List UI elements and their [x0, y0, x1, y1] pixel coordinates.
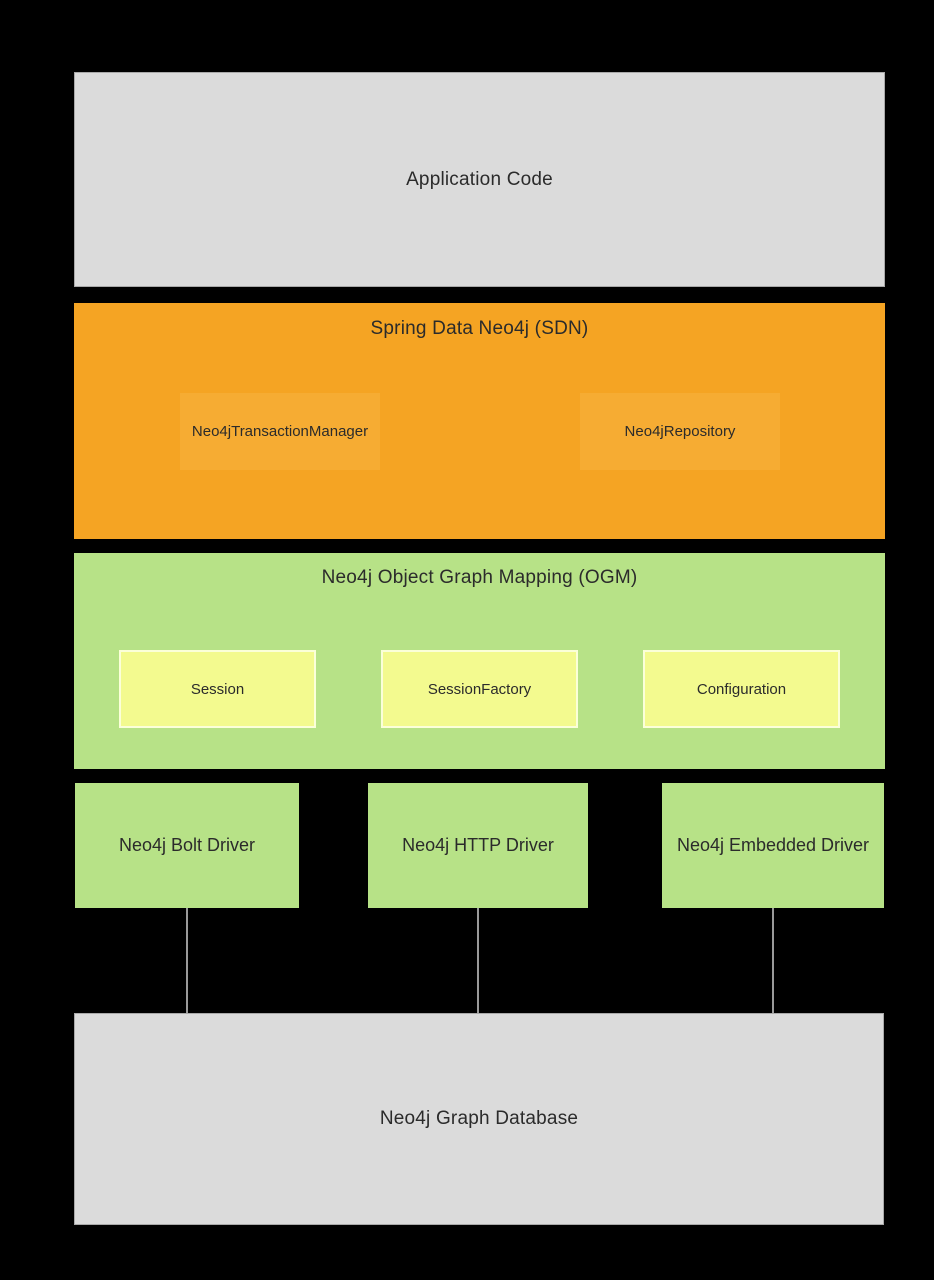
application-code-label: Application Code — [406, 168, 553, 190]
session-label: Session — [190, 680, 245, 698]
session-factory-label: SessionFactory — [427, 680, 532, 698]
configuration-box: Configuration — [643, 650, 840, 728]
bolt-driver-label: Neo4j Bolt Driver — [118, 835, 256, 855]
http-driver-label: Neo4j HTTP Driver — [402, 835, 554, 855]
sdn-layer-title: Spring Data Neo4j (SDN) — [370, 318, 589, 339]
graph-database-label: Neo4j Graph Database — [379, 1108, 579, 1129]
application-code-box: Application Code — [74, 72, 885, 287]
neo4j-repository-label: Neo4jRepository — [624, 423, 736, 440]
neo4j-transaction-manager-label: Neo4jTransactionManager — [191, 423, 369, 440]
ogm-layer-box: Neo4j Object Graph Mapping (OGM) Session… — [74, 553, 885, 769]
http-driver-connector-line — [477, 908, 479, 1013]
sdn-layer-box: Spring Data Neo4j (SDN) Neo4jTransaction… — [74, 303, 885, 539]
session-factory-box: SessionFactory — [381, 650, 578, 728]
embedded-driver-box: Neo4j Embedded Driver — [662, 783, 884, 908]
neo4j-transaction-manager-box: Neo4jTransactionManager — [180, 393, 380, 470]
session-box: Session — [119, 650, 316, 728]
bolt-driver-box: Neo4j Bolt Driver — [75, 783, 299, 908]
embedded-driver-label: Neo4j Embedded Driver — [676, 835, 870, 855]
neo4j-repository-box: Neo4jRepository — [580, 393, 780, 470]
embedded-driver-connector-line — [772, 908, 774, 1013]
configuration-label: Configuration — [696, 680, 787, 698]
bolt-driver-connector-line — [186, 908, 188, 1013]
graph-database-box: Neo4j Graph Database — [74, 1013, 884, 1225]
http-driver-box: Neo4j HTTP Driver — [368, 783, 588, 908]
ogm-layer-title: Neo4j Object Graph Mapping (OGM) — [321, 567, 638, 588]
